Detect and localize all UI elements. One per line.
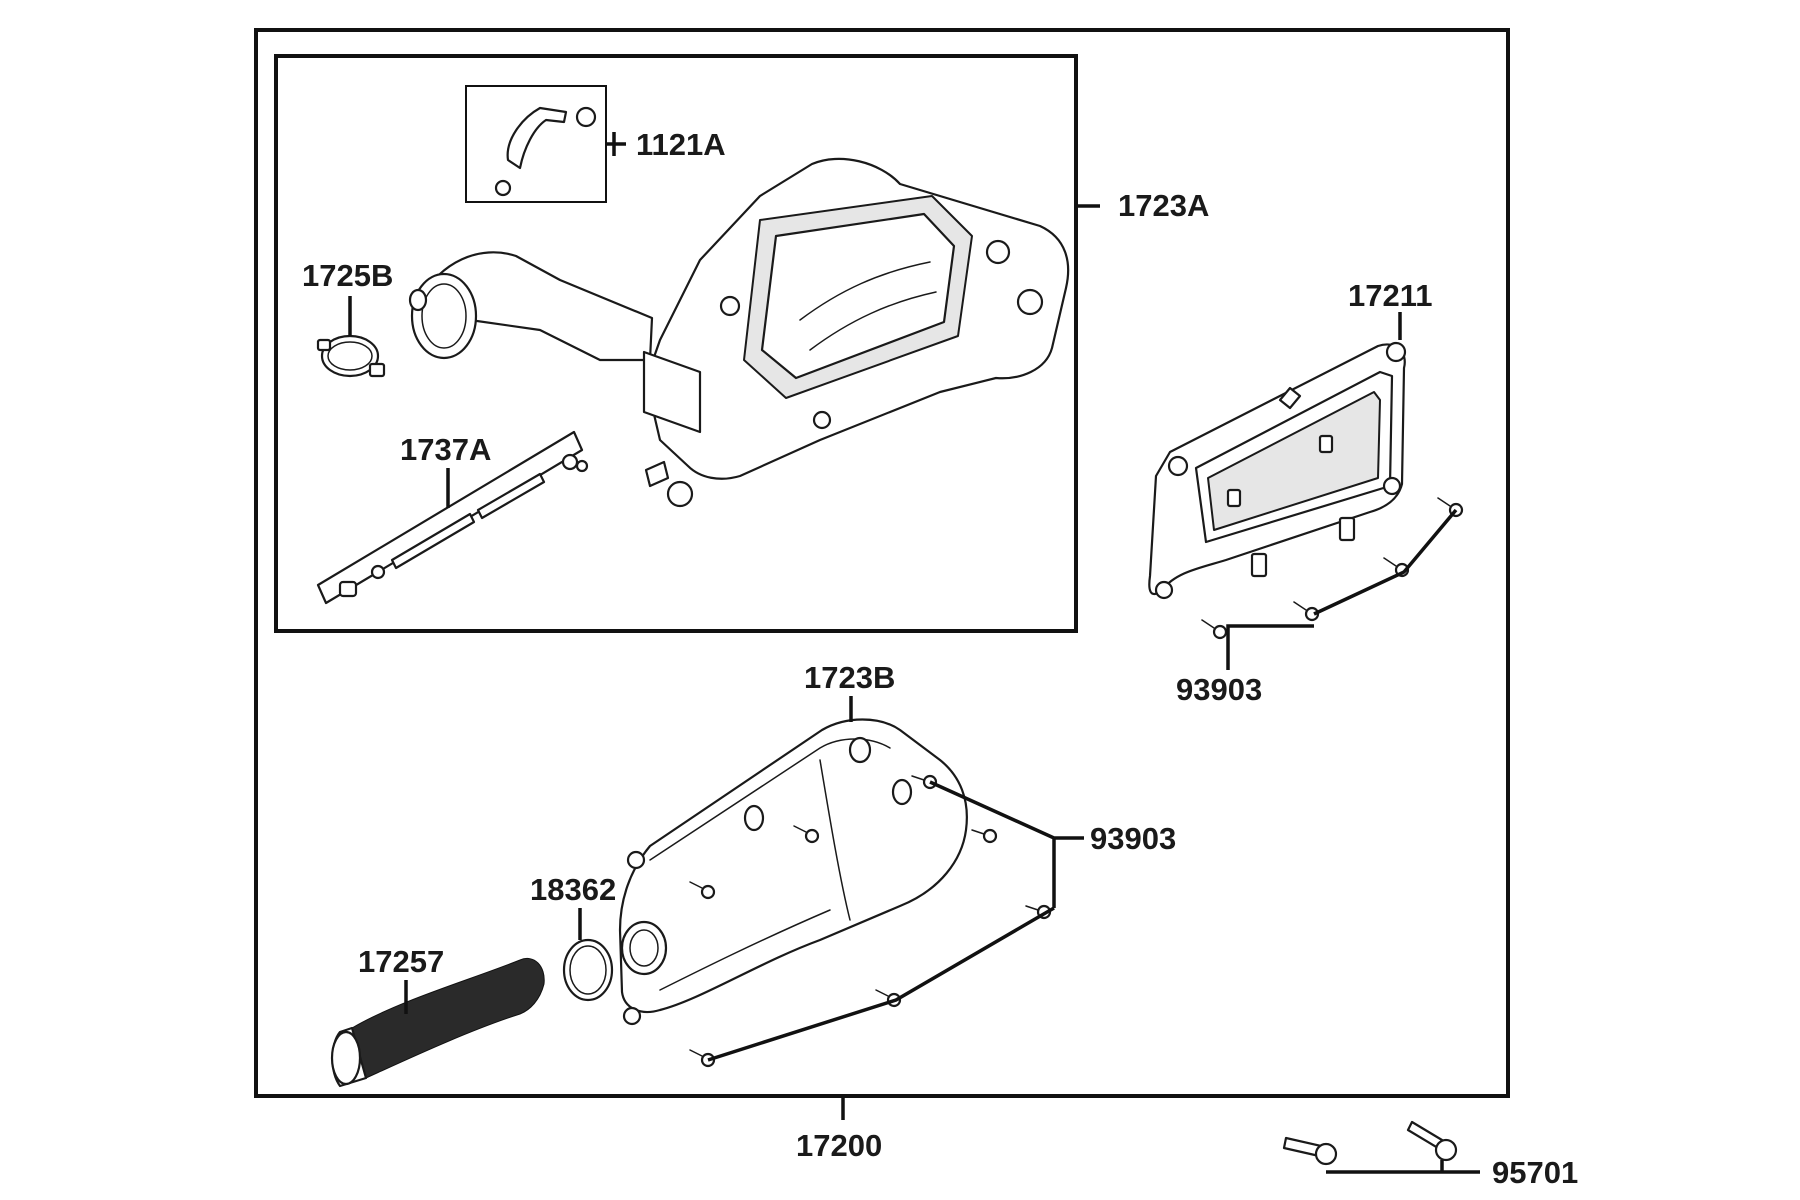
label-1725B: 1725B bbox=[302, 258, 393, 293]
kit-1737A-card bbox=[316, 430, 584, 605]
label-1723A: 1723A bbox=[1118, 188, 1209, 223]
label-1737A: 1737A bbox=[400, 432, 491, 467]
leader-93903-cover bbox=[1226, 508, 1458, 670]
label-95701: 95701 bbox=[1492, 1155, 1578, 1190]
label-1723B: 1723B bbox=[804, 660, 895, 695]
drain-tube-1737A bbox=[338, 453, 589, 598]
assembly-1723A-frame bbox=[274, 54, 1078, 633]
label-1121A: 1121A bbox=[636, 127, 726, 162]
leader-95701 bbox=[1326, 1160, 1480, 1174]
label-17211: 17211 bbox=[1348, 278, 1433, 313]
intake-tube-17257 bbox=[330, 958, 545, 1088]
assembly-17200-frame bbox=[254, 28, 1510, 1098]
hose-clamp-1725B bbox=[316, 334, 386, 378]
leader-1121A bbox=[606, 132, 626, 156]
bolts-95701 bbox=[1282, 1120, 1458, 1166]
leader-93903-case bbox=[707, 780, 1084, 1062]
breather-hose-1121A bbox=[494, 106, 597, 197]
label-18362: 18362 bbox=[530, 872, 616, 907]
air-cleaner-case-1723A bbox=[408, 157, 1070, 508]
label-17200: 17200 bbox=[796, 1128, 882, 1163]
seal-ring-18362 bbox=[562, 938, 614, 1002]
label-17257: 17257 bbox=[358, 944, 444, 979]
air-cleaner-cover-1723B bbox=[618, 718, 968, 1026]
kit-1121A-box bbox=[465, 85, 607, 203]
label-93903-cover: 93903 bbox=[1176, 672, 1262, 707]
label-93903-case: 93903 bbox=[1090, 821, 1176, 856]
air-filter-element-17211 bbox=[1148, 341, 1407, 600]
